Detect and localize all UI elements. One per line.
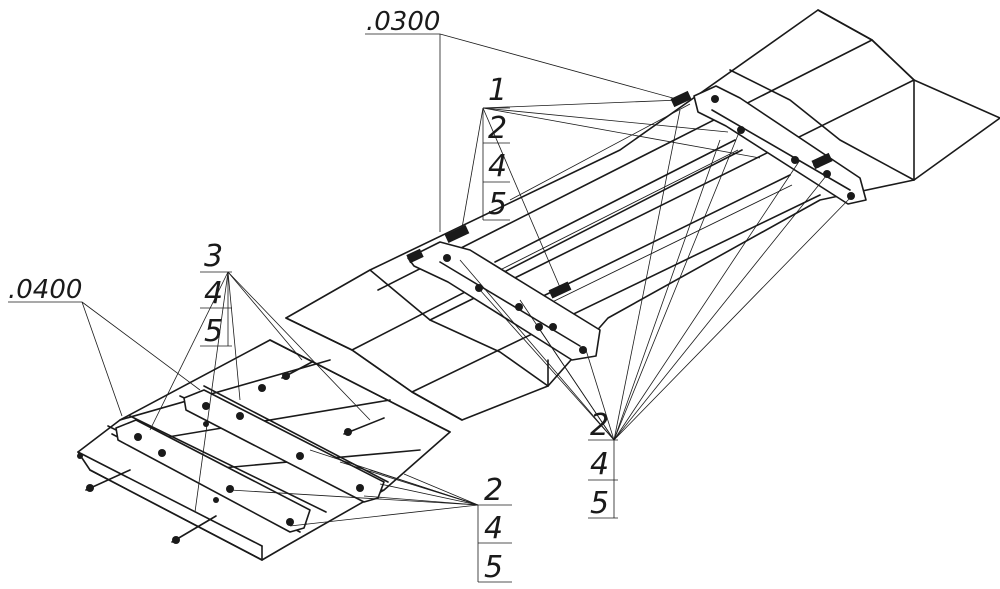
callout-0300: .0300: [365, 7, 681, 232]
label-upper-4: 4: [488, 149, 507, 184]
label-right-4: 4: [484, 511, 503, 546]
label-center-2: 2: [590, 408, 609, 443]
label-center-5: 5: [590, 486, 609, 521]
callout-stack-center: 2 4 5: [459, 109, 853, 521]
label-upper-2: 2: [488, 111, 507, 146]
label-upper-1: 1: [488, 73, 507, 108]
label-left-3: 3: [204, 239, 223, 274]
callout-stack-left: 3 4 5: [149, 239, 371, 513]
callout-stack-right: 2 4 5: [229, 449, 512, 585]
label-left-4: 4: [204, 276, 223, 311]
callout-0400: .0400: [8, 275, 201, 417]
label-left-5: 5: [204, 314, 223, 349]
label-upper-5: 5: [488, 187, 507, 222]
label-0300: .0300: [366, 7, 440, 37]
assembly-0400: [77, 339, 451, 561]
label-center-4: 4: [590, 447, 609, 482]
label-right-5: 5: [484, 550, 503, 585]
callout-stack-upper: 1 2 4 5: [461, 73, 761, 293]
label-0400: .0400: [8, 275, 82, 305]
label-right-2: 2: [484, 473, 503, 508]
assembly-0300: [285, 9, 1000, 421]
